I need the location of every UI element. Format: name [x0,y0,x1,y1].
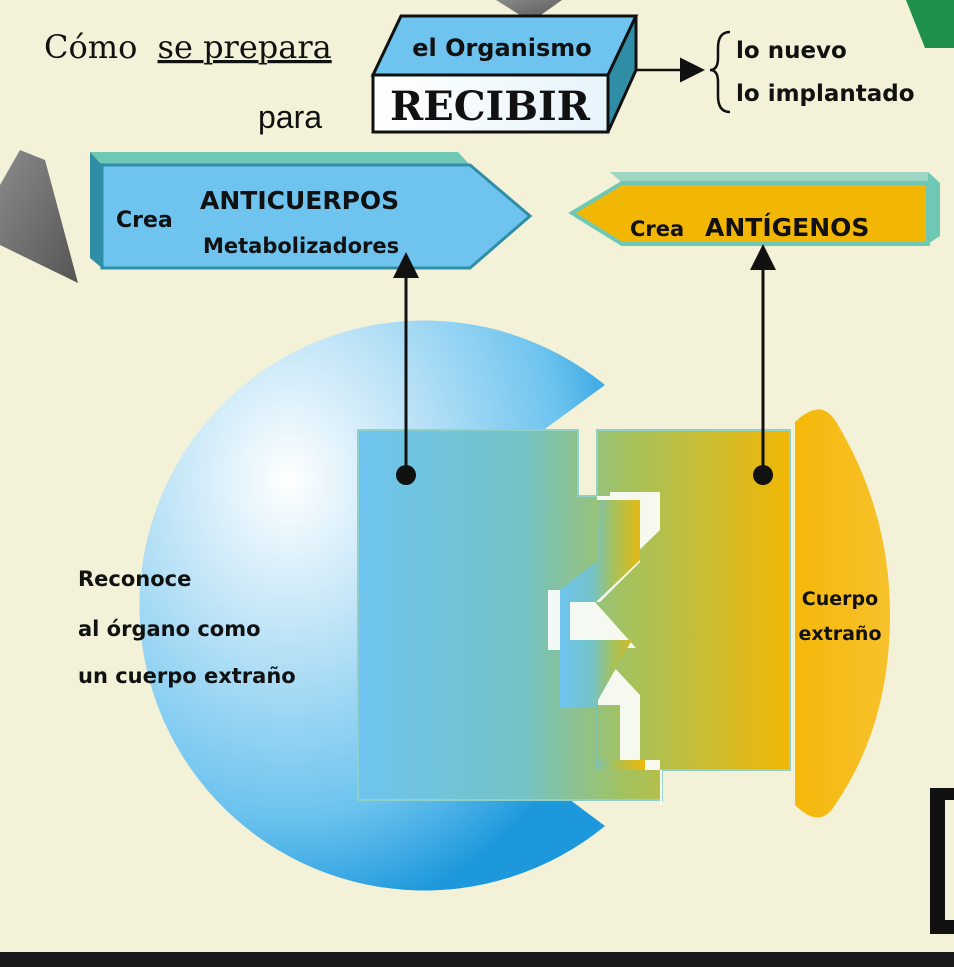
brace-item-1: lo nuevo [736,38,847,64]
right-arrow-head [750,244,776,270]
partial-frame-shape [930,788,954,934]
grey-arrow-left [0,150,78,283]
foreign-body-lens [795,409,890,818]
lens-label-line-2: extraño [799,623,882,645]
circle-label-line-2: al órgano como [78,617,261,641]
box-front-label: RECIBIR [390,83,591,130]
left-sign-face [100,163,533,270]
right-sign-right-edge [928,172,940,244]
anticuerpos-sign: Crea ANTICUERPOS Metabolizadores [90,152,533,270]
puzzle-key [560,500,645,770]
puzzle-joint [548,492,662,805]
box-front-face [371,73,610,134]
green-corner-shape [906,0,954,48]
left-sign-title: ANTICUERPOS [200,186,399,215]
intro-para-text: para [258,99,322,135]
circle-label-line-1: Reconoce [78,567,191,591]
left-sign-subtitle: Metabolizadores [203,234,399,258]
left-arrow-dot [396,465,416,485]
bottom-bar [0,952,954,967]
organismo-box: el Organismo RECIBIR [370,14,639,134]
left-arrow-head [393,252,419,278]
brace-item-2: lo implantado [736,81,915,107]
right-arrow-dot [753,465,773,485]
right-sign-face [568,181,930,246]
right-sign-prefix: Crea [630,217,684,241]
intro-text: Cómo se prepara [44,28,332,66]
left-sign-top-edge [90,152,470,165]
left-sign-left-edge [90,152,102,268]
right-sign-top-edge [610,172,940,183]
antigenos-sign: Crea ANTÍGENOS [568,172,940,246]
box-top-label: el Organismo [412,34,592,62]
right-sign-title: ANTÍGENOS [705,213,869,242]
grey-arrow-top [496,0,562,22]
lens-label-line-1: Cuerpo [802,588,878,610]
left-sign-prefix: Crea [116,208,173,233]
brace-icon [709,30,731,114]
circle-label-line-3: un cuerpo extraño [78,664,296,688]
